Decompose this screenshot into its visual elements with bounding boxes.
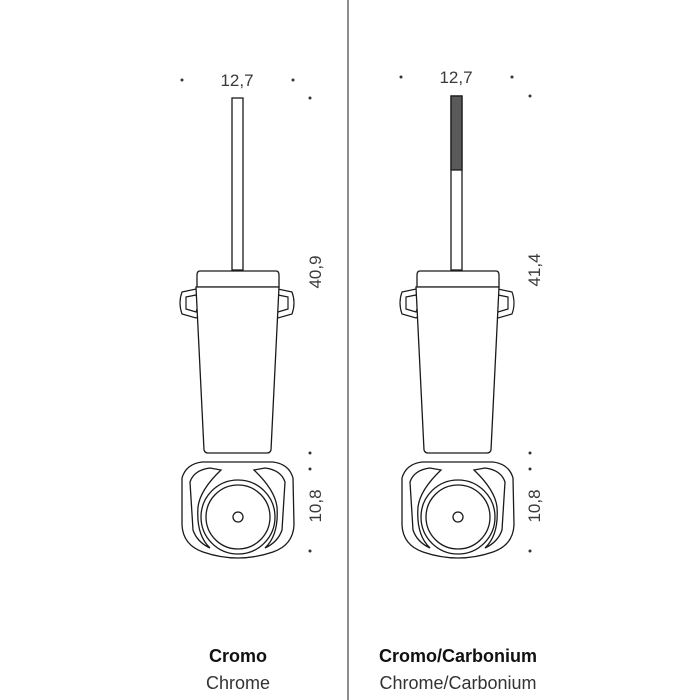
height-dimension: 40,9 [306, 255, 325, 288]
finish-label-en: Chrome/Carbonium [379, 673, 536, 693]
finish-label-it: Cromo/Carbonium [379, 646, 537, 666]
product-chrome-carbonium: 12,7 41,4 10,8 Cromo/Carbonium Chrome/Ca… [379, 68, 544, 693]
holder-lid [416, 270, 500, 288]
dimension-markers [399, 75, 532, 553]
top-view [401, 461, 515, 559]
brush-handle [231, 97, 244, 271]
finish-label-en: Chrome [206, 673, 270, 693]
height-dimension: 41,4 [525, 253, 544, 286]
product-chrome: 12,7 40,9 10,8 Cromo Chrome [179, 71, 325, 693]
carbonium-grip [450, 95, 463, 171]
holder-body [195, 286, 280, 454]
holder-lid [196, 270, 280, 288]
holder-body [415, 286, 500, 454]
depth-dimension: 10,8 [306, 489, 325, 522]
top-view [181, 461, 295, 559]
finish-label-it: Cromo [209, 646, 267, 666]
width-dimension: 12,7 [220, 71, 253, 90]
dimension-markers [180, 78, 312, 553]
width-dimension: 12,7 [439, 68, 472, 87]
depth-dimension: 10,8 [525, 489, 544, 522]
